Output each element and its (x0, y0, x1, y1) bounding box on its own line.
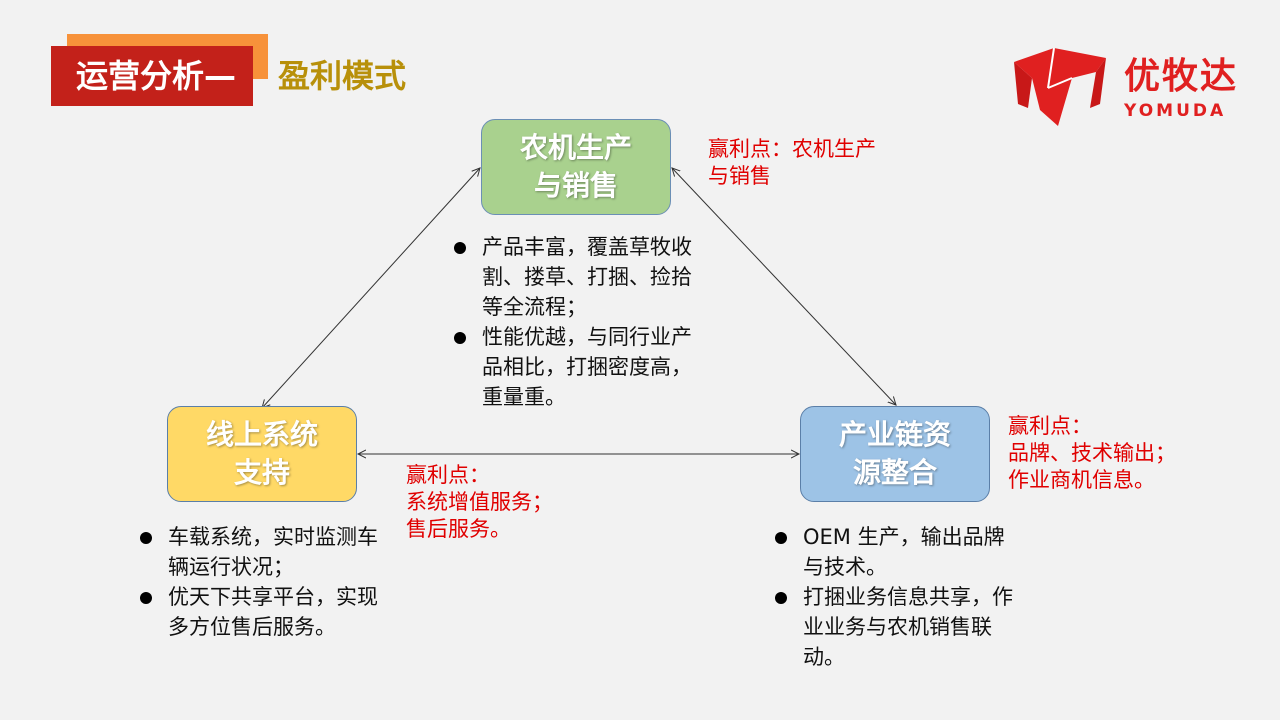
node-label: 农机生产 (519, 131, 632, 164)
profit-point-production: 赢利点：农机生产与销售 (708, 136, 876, 190)
page-title: 盈利模式 (278, 57, 407, 95)
title-prefix: 运营分析— (76, 57, 237, 95)
bullet-item: OEM 生产，输出品牌与技术。 (775, 522, 1025, 582)
node-industry-chain: 产业链资源整合 (800, 406, 990, 502)
arrow-production-online (262, 168, 480, 408)
node-label: 线上系统 (205, 418, 318, 451)
arrow-production-industry (672, 168, 896, 405)
profit-point-online: 赢利点： 系统增值服务； 售后服务。 (406, 462, 553, 543)
bullets-industry: OEM 生产，输出品牌与技术。 打捆业务信息共享，作业业务与农机销售联动。 (775, 522, 1025, 672)
profit-text: 赢利点：农机生产 (708, 137, 876, 161)
profit-text: 与销售 (708, 164, 771, 188)
yomuda-logo-icon (1014, 48, 1106, 126)
bullet-item: 性能优越，与同行业产品相比，打捆密度高，重量重。 (454, 322, 704, 412)
node-label: 支持 (233, 456, 290, 489)
node-online-system: 线上系统支持 (167, 406, 357, 502)
profit-text: 品牌、技术输出； (1008, 441, 1176, 465)
logo-text-cn: 优牧达 (1124, 56, 1239, 97)
node-label: 产业链资 (838, 418, 951, 451)
profit-text: 作业商机信息。 (1008, 468, 1155, 492)
logo-text-en: YOMUDA (1124, 101, 1227, 121)
bullet-item: 产品丰富，覆盖草牧收割、搂草、打捆、捡拾等全流程； (454, 232, 704, 322)
node-label: 源整合 (852, 456, 937, 489)
profit-text: 系统增值服务； (406, 490, 553, 514)
bullets-online: 车载系统，实时监测车辆运行状况； 优天下共享平台，实现多方位售后服务。 (140, 522, 390, 642)
bullet-item: 车载系统，实时监测车辆运行状况； (140, 522, 390, 582)
profit-text: 赢利点： (406, 463, 490, 487)
node-production-sales: 农机生产与销售 (481, 119, 671, 215)
profit-text: 赢利点： (1008, 414, 1092, 438)
bullet-item: 优天下共享平台，实现多方位售后服务。 (140, 582, 390, 642)
profit-text: 售后服务。 (406, 517, 511, 541)
profit-point-industry: 赢利点： 品牌、技术输出； 作业商机信息。 (1008, 413, 1176, 494)
node-label: 与销售 (533, 169, 618, 202)
bullets-production: 产品丰富，覆盖草牧收割、搂草、打捆、捡拾等全流程； 性能优越，与同行业产品相比，… (454, 232, 704, 412)
bullet-item: 打捆业务信息共享，作业业务与农机销售联动。 (775, 582, 1025, 672)
title-accent-red (51, 46, 253, 106)
